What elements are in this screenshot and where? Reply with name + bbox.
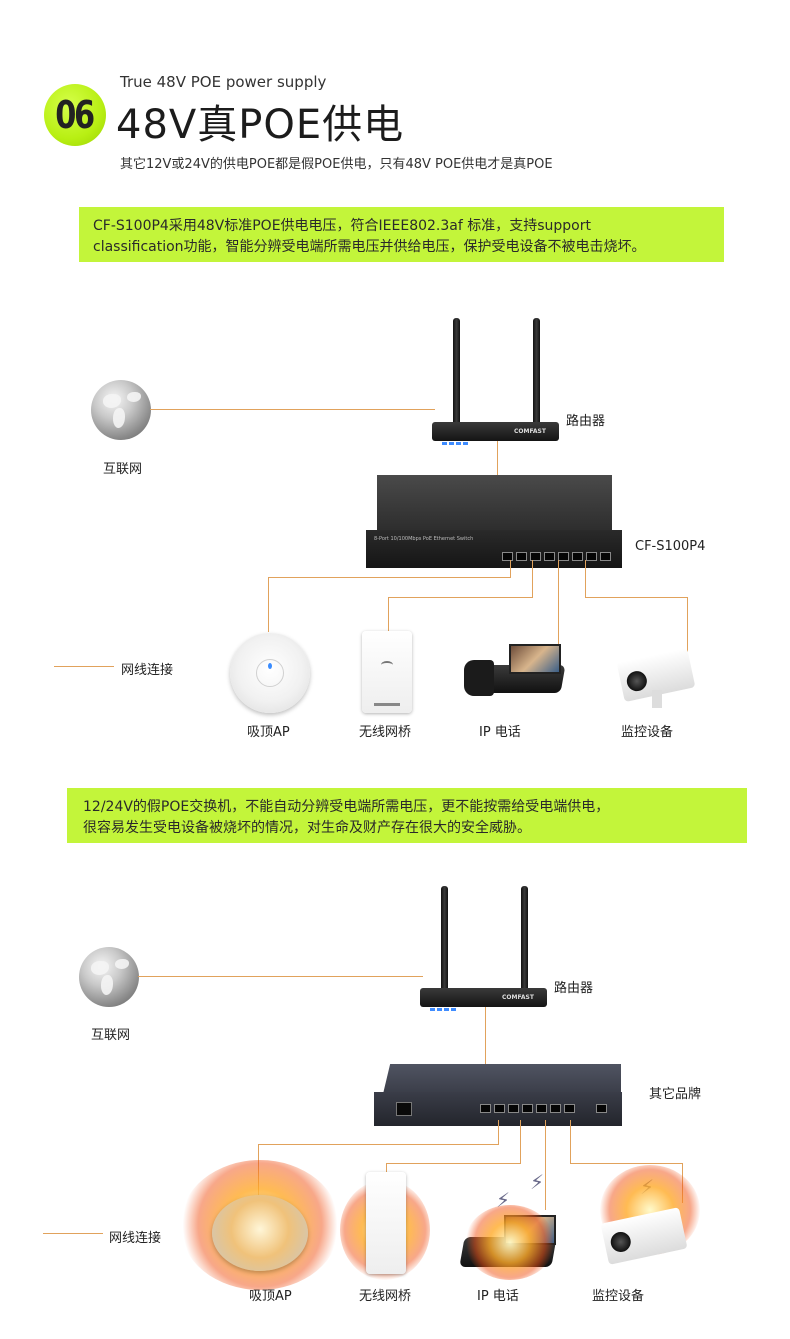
- router-brand: COMFAST: [514, 428, 546, 435]
- cable-ap-drop: [268, 577, 269, 632]
- switch-brand-label: 其它品牌: [649, 1087, 702, 1102]
- cable-phone: [545, 1120, 546, 1210]
- router-device: COMFAST: [432, 422, 559, 445]
- internet-router-cable: [138, 976, 423, 977]
- device-label-bridge: 无线网桥: [359, 725, 412, 740]
- cable-phone: [558, 560, 559, 644]
- router-brand: COMFAST: [502, 994, 534, 1001]
- router-label: 路由器: [554, 981, 594, 996]
- device-label-camera: 监控设备: [621, 725, 674, 740]
- cable-legend-label: 网线连接: [109, 1231, 162, 1246]
- section-number-badge: [44, 84, 106, 146]
- router-leds: [442, 430, 470, 449]
- cable-legend-line: [54, 666, 114, 667]
- router-antenna-right: [533, 318, 540, 425]
- device-label-phone: IP 电话: [479, 725, 521, 740]
- fake-poe-banner: 12/24V的假POE交换机，不能自动分辨受电端所需电压，更不能按需给受电端供电…: [67, 788, 747, 843]
- switch-model-label: CF-S100P4: [635, 539, 706, 554]
- device-label-ap: 吸顶AP: [247, 725, 290, 740]
- banner-line: 12/24V的假POE交换机，不能自动分辨受电端所需电压，更不能按需给受电端供电…: [83, 799, 610, 815]
- camera-mount: [652, 690, 662, 708]
- cable-camera-rise: [585, 560, 586, 598]
- cable-bridge: [386, 1163, 521, 1164]
- internet-globe-icon: [79, 947, 139, 1007]
- switch-print: 8-Port 10/100Mbps PoE Ethernet Switch: [374, 536, 474, 542]
- cable-legend-line: [43, 1233, 103, 1234]
- router-device: COMFAST: [420, 988, 547, 1011]
- internet-router-cable: [150, 409, 435, 410]
- banner-line: 很容易发生受电设备被烧坏的情况，对生命及财产存在很大的安全威胁。: [83, 820, 531, 836]
- router-switch-cable: [485, 1007, 486, 1065]
- device-label-bridge: 无线网桥: [359, 1289, 412, 1304]
- cable-ap-rise: [510, 560, 511, 578]
- ip-phone-screen: [509, 644, 561, 674]
- cable-camera-drop: [687, 597, 688, 652]
- cable-bridge-rise: [532, 560, 533, 598]
- banner-line: classification功能，智能分辨受电端所需电压并供给电压，保护受电设备…: [93, 239, 646, 255]
- true-poe-banner: CF-S100P4采用48V标准POE供电电压，符合IEEE802.3af 标准…: [79, 207, 724, 262]
- english-subtitle: True 48V POE power supply: [120, 73, 327, 91]
- internet-label: 互联网: [91, 1028, 131, 1043]
- page-description: 其它12V或24V的供电POE都是假POE供电，只有48V POE供电才是真PO…: [120, 157, 553, 172]
- router-antenna-left: [441, 886, 448, 993]
- router-leds: [430, 996, 458, 1015]
- router-antenna-left: [453, 318, 460, 425]
- other-brand-switch-device: [374, 1092, 622, 1126]
- wireless-bridge-icon: [362, 631, 412, 713]
- burnt-wireless-bridge-icon: [366, 1172, 406, 1274]
- page-title: 48V真POE供电: [116, 102, 405, 148]
- cable-camera: [585, 597, 688, 598]
- lightning-icon: ⚡: [530, 1170, 545, 1194]
- other-switch-top: [383, 1064, 621, 1094]
- poe-switch-top: [377, 475, 612, 533]
- cable-bridge-drop: [388, 597, 389, 632]
- device-label-ap: 吸顶AP: [249, 1289, 292, 1304]
- cable-ap-rise: [498, 1120, 499, 1145]
- cable-camera-rise: [570, 1120, 571, 1164]
- cable-camera: [570, 1163, 683, 1164]
- internet-label: 互联网: [103, 462, 143, 477]
- router-switch-cable: [497, 441, 498, 476]
- internet-globe-icon: [91, 380, 151, 440]
- router-label: 路由器: [566, 414, 606, 429]
- cable-bridge: [388, 597, 533, 598]
- section-number: 06: [55, 93, 95, 137]
- cable-ap: [258, 1144, 499, 1145]
- ceiling-ap-icon: [230, 633, 310, 713]
- poe-switch-device: 8-Port 10/100Mbps PoE Ethernet Switch: [366, 530, 622, 568]
- device-label-phone: IP 电话: [477, 1289, 519, 1304]
- burnt-ceiling-ap-icon: [212, 1195, 308, 1271]
- banner-line: CF-S100P4采用48V标准POE供电电压，符合IEEE802.3af 标准…: [93, 218, 591, 234]
- cable-ap: [268, 577, 511, 578]
- cable-legend-label: 网线连接: [121, 663, 174, 678]
- cable-bridge-rise: [520, 1120, 521, 1164]
- ip-phone-handset: [464, 660, 494, 696]
- device-label-camera: 监控设备: [592, 1289, 645, 1304]
- explosion-fire-icon: [465, 1205, 555, 1280]
- router-antenna-right: [521, 886, 528, 993]
